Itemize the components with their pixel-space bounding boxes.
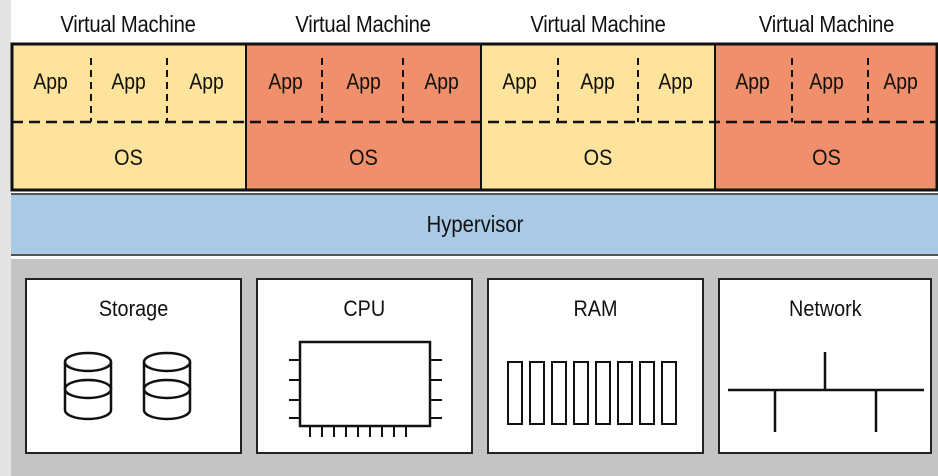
cpu-label: CPU bbox=[343, 296, 386, 321]
vm-4-title: Virtual Machine bbox=[758, 10, 895, 37]
vm-1-title: Virtual Machine bbox=[60, 10, 196, 37]
vm-4-os: OS bbox=[812, 145, 841, 170]
vm-2-apps: App App App bbox=[246, 43, 481, 121]
vm-3-app-1: App bbox=[502, 69, 538, 94]
disk-cylinders-icon bbox=[63, 351, 192, 421]
vm-2-app-3: App bbox=[424, 69, 460, 94]
vm-3-apps: App App App bbox=[481, 43, 715, 121]
vm-3-title: Virtual Machine bbox=[530, 10, 666, 37]
vm-2-app-2: App bbox=[346, 69, 381, 94]
network-bus-icon bbox=[728, 352, 924, 432]
vm-1-app-2: App bbox=[111, 69, 146, 94]
hypervisor-layer: Hypervisor bbox=[11, 193, 938, 256]
storage-box: Storage bbox=[25, 278, 242, 454]
vm-1: App App App OS bbox=[11, 43, 246, 190]
vm-1-apps: App App App bbox=[11, 43, 246, 121]
vm-4-apps: App App App bbox=[715, 43, 938, 121]
vm-1-app-1: App bbox=[32, 69, 68, 94]
storage-label: Storage bbox=[98, 296, 169, 321]
vm-4-app-2: App bbox=[809, 69, 844, 94]
vm-4: App App App OS bbox=[715, 43, 938, 190]
vm-outline-layer bbox=[10, 42, 938, 192]
vm-3-os: OS bbox=[583, 145, 613, 170]
vm-2-os: OS bbox=[349, 145, 378, 170]
network-label: Network bbox=[788, 296, 862, 321]
vm-4-app-3: App bbox=[883, 69, 919, 94]
ram-label: RAM bbox=[573, 296, 618, 321]
vm-1-os: OS bbox=[114, 145, 143, 170]
network-box: Network bbox=[718, 278, 932, 454]
ram-box: RAM bbox=[487, 278, 704, 454]
hypervisor-label: Hypervisor bbox=[426, 211, 523, 237]
vm-3: App App App OS bbox=[481, 43, 715, 190]
cpu-box: CPU bbox=[256, 278, 473, 454]
vm-2-title: Virtual Machine bbox=[295, 10, 431, 37]
vm-2: App App App OS bbox=[246, 43, 481, 190]
vm-4-app-1: App bbox=[734, 69, 770, 94]
vm-3-app-2: App bbox=[580, 69, 616, 94]
vm-3-app-3: App bbox=[658, 69, 694, 94]
ram-modules-icon bbox=[507, 361, 677, 425]
cpu-chip-icon bbox=[289, 340, 442, 437]
vm-1-app-3: App bbox=[189, 69, 225, 94]
left-edge-strip bbox=[0, 0, 11, 476]
vm-2-app-1: App bbox=[267, 69, 303, 94]
